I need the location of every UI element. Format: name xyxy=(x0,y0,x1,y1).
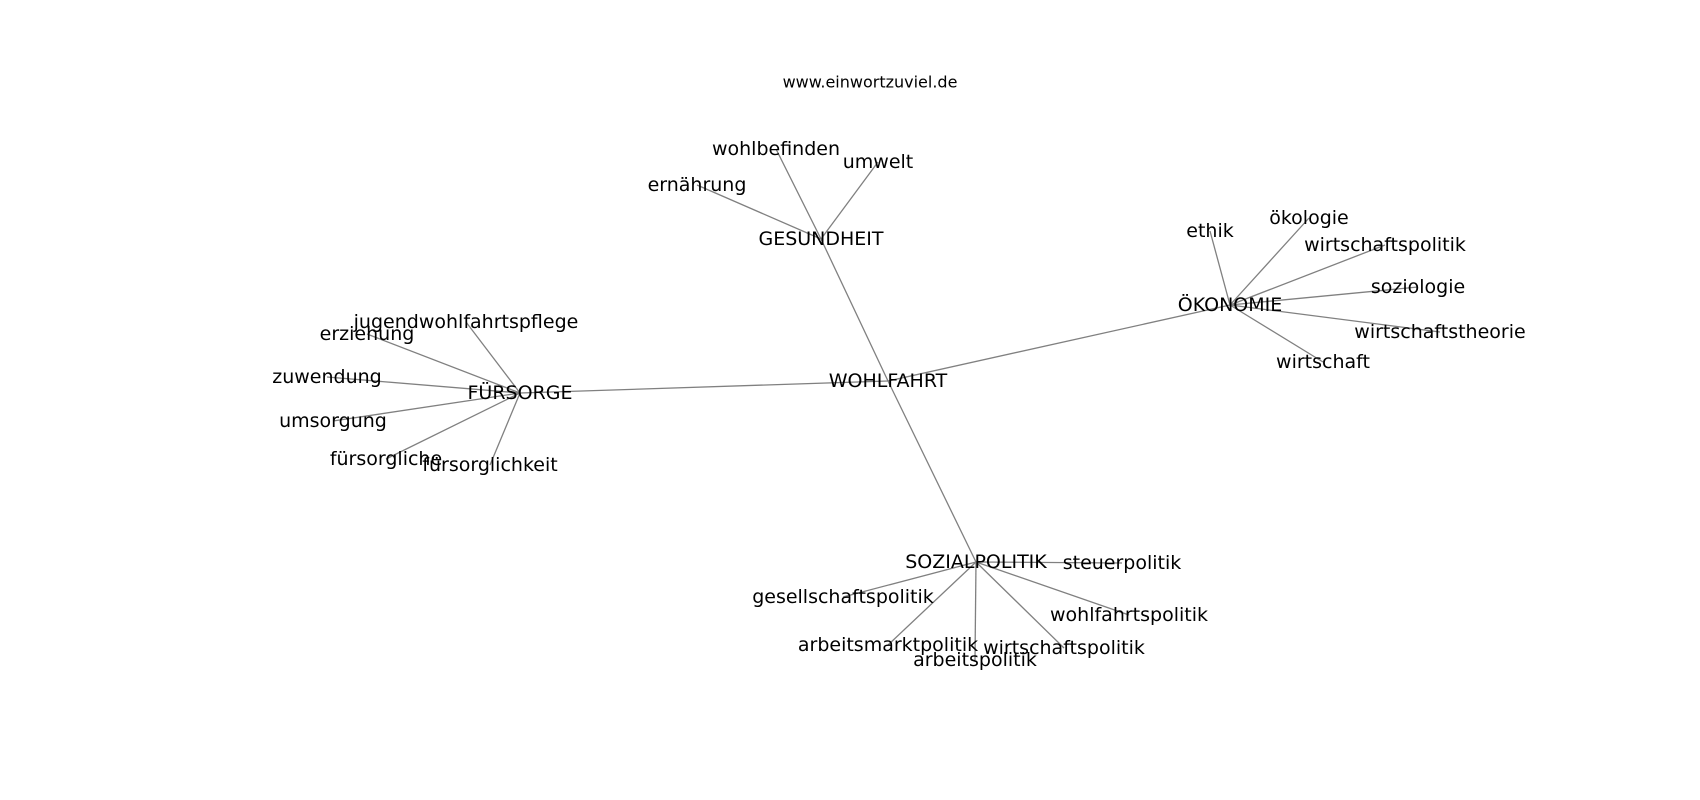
edge-sozialpolitik-wohlfahrtspolitik xyxy=(975,561,1130,616)
node-label-wohlfahrtspolitik: wohlfahrtspolitik xyxy=(1050,604,1208,626)
node-label-umwelt: umwelt xyxy=(843,151,914,173)
edge-oekonomie-soziologie xyxy=(1229,286,1419,306)
edge-oekonomie-ethik xyxy=(1209,230,1231,306)
edge-sozialpolitik-arbeitspolitik xyxy=(974,561,977,661)
node-label-gesundheit: GESUNDHEIT xyxy=(758,228,883,250)
edge-wohlfahrt-sozialpolitik xyxy=(887,380,977,563)
node-label-zuwendung: zuwendung xyxy=(272,366,382,388)
node-label-wirtschaftspolitik-soz: wirtschaftspolitik xyxy=(983,637,1145,659)
node-label-erziehung: erziehung xyxy=(320,323,415,345)
node-label-sozialpolitik: SOZIALPOLITIK xyxy=(905,551,1047,573)
node-label-soziologie: soziologie xyxy=(1371,276,1465,298)
edge-wohlfahrt-oekonomie xyxy=(887,304,1231,382)
node-label-wirtschaftstheorie: wirtschaftstheorie xyxy=(1354,321,1525,343)
edge-sozialpolitik-gesellschaftspolitik xyxy=(842,561,977,598)
edge-wohlfahrt-gesundheit xyxy=(820,238,889,382)
edge-sozialpolitik-wirtschaftspolitik-soz xyxy=(975,561,1065,649)
node-label-arbeitsmarktpolitik: arbeitsmarktpolitik xyxy=(798,634,978,656)
edge-fuersorge-zuwendung xyxy=(326,376,521,394)
node-label-wohlbefinden: wohlbefinden xyxy=(712,138,840,160)
node-label-fuersorglichkeit: fürsorglichkeit xyxy=(422,454,557,476)
node-label-arbeitspolitik: arbeitspolitik xyxy=(913,649,1037,671)
node-label-ernaehrung: ernährung xyxy=(648,174,747,196)
edge-gesundheit-wohlbefinden xyxy=(775,148,822,240)
edge-oekonomie-wirtschaftspolitik-oek xyxy=(1229,244,1386,306)
node-label-ethik: ethik xyxy=(1186,220,1233,242)
node-label-wirtschaftspolitik-oek: wirtschaftspolitik xyxy=(1304,234,1466,256)
node-label-oekonomie: ÖKONOMIE xyxy=(1178,293,1283,316)
edge-sozialpolitik-steuerpolitik xyxy=(975,561,1123,564)
node-label-umsorgung: umsorgung xyxy=(279,410,387,432)
source-credit: www.einwortzuviel.de xyxy=(783,73,958,92)
edge-gesundheit-umwelt xyxy=(820,161,879,240)
graph-edges xyxy=(326,148,1441,661)
edge-fuersorge-umsorgung xyxy=(332,392,521,422)
node-label-steuerpolitik: steuerpolitik xyxy=(1063,552,1182,574)
edge-fuersorge-fuersorgliche xyxy=(385,392,521,460)
edge-sozialpolitik-arbeitsmarktpolitik xyxy=(887,561,977,646)
edge-fuersorge-jugendwohlfahrtspflege xyxy=(465,321,521,394)
node-label-oekologie: ökologie xyxy=(1269,207,1349,229)
edge-fuersorge-erziehung xyxy=(366,333,521,394)
edge-fuersorge-fuersorglichkeit xyxy=(489,392,521,466)
edge-oekonomie-wirtschaft xyxy=(1229,304,1324,363)
node-label-gesellschaftspolitik: gesellschaftspolitik xyxy=(752,586,934,608)
edge-oekonomie-wirtschaftstheorie xyxy=(1229,304,1441,333)
edge-gesundheit-ernaehrung xyxy=(696,184,822,240)
edge-wohlfahrt-fuersorge xyxy=(519,380,889,394)
node-label-fuersorge: FÜRSORGE xyxy=(468,381,573,404)
node-label-jugendwohlfahrtspflege: jugendwohlfahrtspflege xyxy=(353,311,579,333)
node-label-fuersorgliche: fürsorgliche xyxy=(330,448,442,470)
graph-labels: WOHLFAHRT GESUNDHEIT ÖKONOMIE FÜRSORGE SOZIA… xyxy=(272,138,1525,671)
node-label-wohlfahrt: WOHLFAHRT xyxy=(829,370,948,392)
node-label-wirtschaft: wirtschaft xyxy=(1276,351,1370,373)
edge-oekonomie-oekologie xyxy=(1229,217,1310,306)
